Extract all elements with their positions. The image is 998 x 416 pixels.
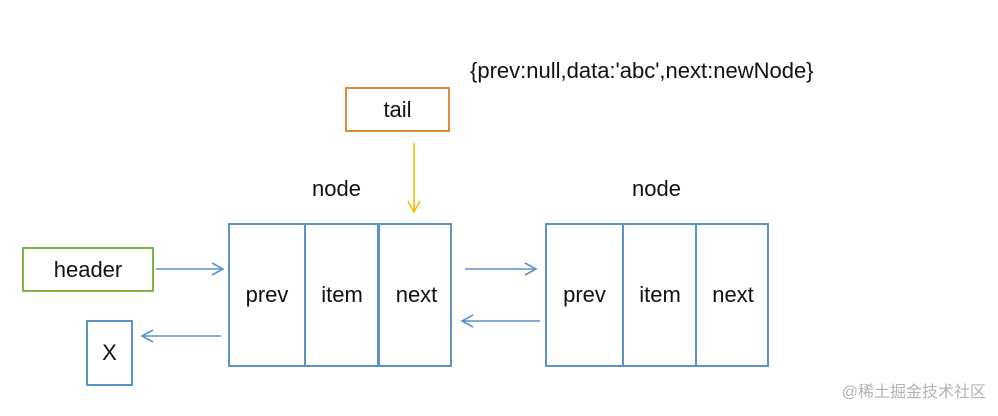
next-link-arrow xyxy=(465,262,538,276)
node-2: prev item next xyxy=(545,223,769,367)
object-literal-text: {prev:null,data:'abc',next:newNode} xyxy=(470,58,814,83)
node-1-next-field: next xyxy=(377,225,453,365)
null-box: X xyxy=(86,320,133,386)
node-2-item-field: item xyxy=(622,225,696,365)
node-1-prev-label: prev xyxy=(245,282,289,307)
null-label: X xyxy=(102,340,117,365)
header-label: header xyxy=(53,256,123,282)
header-box: header xyxy=(22,247,154,292)
node-2-title: node xyxy=(632,176,681,201)
node-2-next-field: next xyxy=(695,225,769,365)
node-2-prev-field: prev xyxy=(547,225,622,365)
node-2-next-label: next xyxy=(712,282,754,307)
prev-to-null-arrow xyxy=(140,329,221,343)
tail-label: tail xyxy=(383,96,412,122)
node-1-title: node xyxy=(312,176,361,201)
node-1: prev item next xyxy=(228,223,452,367)
watermark-text: @稀土掘金技术社区 xyxy=(841,384,986,401)
tail-box: tail xyxy=(345,87,450,132)
node-2-prev-label: prev xyxy=(563,282,606,307)
prev-link-arrow xyxy=(460,314,540,328)
tail-pointer-arrow xyxy=(407,143,421,214)
node-1-prev-field: prev xyxy=(230,225,304,365)
node-1-next-label: next xyxy=(395,282,438,307)
node-1-item-label: item xyxy=(321,282,363,307)
node-2-item-label: item xyxy=(639,282,681,307)
node-1-item-field: item xyxy=(304,225,378,365)
header-to-node-arrow xyxy=(156,262,225,276)
